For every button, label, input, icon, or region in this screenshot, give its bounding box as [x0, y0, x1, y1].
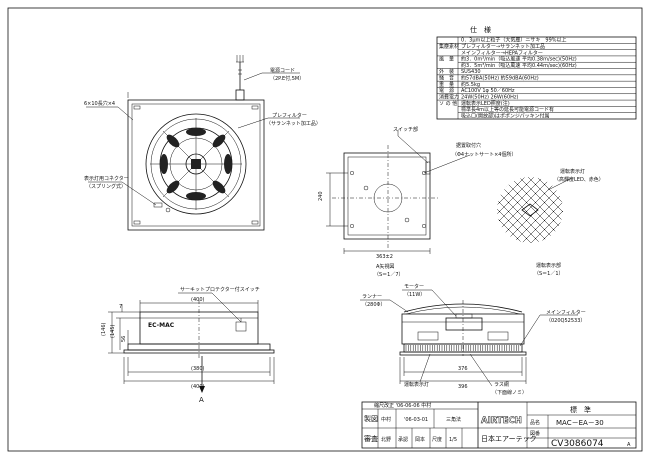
spec-row-label: 外 装 [439, 68, 454, 75]
title-projection: 三角法 [446, 416, 461, 423]
label-runner-note: （280Φ） [362, 302, 385, 308]
spec-row-label: 集塵素材 [439, 43, 459, 50]
label-prefilter-note: （サランネット加工品） [266, 120, 321, 127]
title-approve-name: 岡本 [415, 436, 425, 443]
title-approve-label: 承認 [398, 436, 408, 443]
title-product-label: 品名 [530, 419, 540, 426]
title-block [361, 401, 637, 449]
label-power-cord: 電源コード [270, 67, 295, 74]
title-drawing-label: 図番 [530, 430, 540, 437]
spec-row-value: 運転表示LED照度(注) [461, 100, 510, 107]
label-run-indicator-bottom: 運転表示灯 [404, 381, 429, 388]
title-drawing-number: CV3086074 [551, 439, 604, 449]
dim-145: (145) [110, 325, 116, 338]
dim-396: 396 [458, 384, 468, 390]
dim-146: (146) [101, 323, 107, 336]
title-change-note: 縮尺改正 '06-06-06 中村 [374, 402, 431, 409]
detail-view [496, 176, 573, 244]
label-switch-box: スイッチ部 [393, 126, 418, 133]
label-bolt-hole: 6×10長穴×4 [84, 100, 115, 107]
housing-outline [127, 99, 265, 231]
section-view [360, 289, 578, 387]
spec-row-value: SUS430 [461, 69, 481, 75]
dim-7: 7 [119, 304, 122, 310]
label-lever: ラス網 [494, 381, 509, 388]
label-detail-scale: （S＝1／1） [534, 271, 564, 277]
label-runner: ランナー [362, 294, 382, 300]
title-product: MAC－EA－30 [556, 419, 604, 427]
label-brand-mark: EC-MAC [148, 322, 175, 329]
spec-row-value: 約3．0m³/min（吸込風速 平均0.38m/sec)(50Hz) [461, 56, 577, 63]
label-indicator-connector-note: （スプリング式） [86, 183, 126, 190]
spec-table: 仕 様 0．3μm以上粒子（大気塵）ニサキ 99%以上集塵素材プレフィルター→サ… [436, 25, 637, 119]
company-name: 日本エアーテック [481, 434, 537, 443]
title-revision: A [627, 442, 631, 448]
spec-title: 仕 様 [470, 25, 491, 34]
spec-row-value: 0．3μm以上粒子（大気塵）ニサキ 99%以上 [461, 37, 567, 44]
label-mounting-holes: 据置取付穴 [456, 142, 481, 149]
label-view-a: A矢視図 [376, 263, 394, 270]
sheet-border [7, 7, 643, 452]
section-dome [403, 303, 523, 313]
spec-row-label: 消費電力 [439, 93, 459, 100]
spec-row-value: 24W(50Hz) 26W(60Hz) [461, 94, 519, 100]
spec-row-label: 重 量 [439, 81, 454, 88]
title-standard: 標 準 [570, 405, 591, 414]
detail-mesh [496, 176, 564, 244]
label-detail-view: 運転表示部 [536, 262, 561, 269]
label-view-a-scale: （S＝1／7） [374, 272, 404, 278]
title-draft-date: '06-03-01 [404, 417, 428, 423]
dim-240: 240 [318, 191, 324, 201]
dim-56: 56 [121, 336, 127, 342]
spec-row-label: 風 量 [439, 56, 454, 63]
title-scale-label: 尺度 [432, 436, 442, 443]
label-motor-note: （11W） [404, 292, 425, 298]
title-checker-name: 北野 [381, 436, 391, 443]
label-thermal-switch: サーキットプロテクター付スイッチ [180, 286, 260, 293]
dim-400-top: (400) [191, 297, 204, 303]
label-motor: モーター [404, 283, 424, 290]
label-arrow-a: A [199, 396, 204, 404]
label-run-indicator: 運転表示灯 [560, 168, 585, 175]
title-drafter-label: 製図 [364, 414, 378, 423]
spec-row-label: ソ の 他 [439, 100, 457, 107]
dim-376: 376 [458, 366, 468, 372]
spec-row-value: 約57dBA(50Hz) 約59dBA(60Hz) [461, 75, 539, 82]
view-a [326, 130, 471, 254]
spec-row-value: AC100V 1φ 50／60Hz [461, 88, 515, 94]
front-view [108, 292, 275, 393]
spec-row-label: 電 源 [439, 87, 454, 94]
label-power-cord-spec: （2P.E付,5M） [270, 75, 304, 82]
spec-row-label: 騒 音 [439, 75, 454, 82]
view-a-outline [343, 152, 431, 240]
label-main-filter: メインフィルター [546, 309, 586, 316]
top-view [86, 55, 300, 231]
label-main-filter-code: （020Q52533） [546, 318, 585, 324]
spec-row-value: プレフィルター→サランネット加工品 [461, 43, 545, 50]
label-prefilter: プレフィルター [272, 112, 307, 119]
title-scale: 1/5 [449, 437, 457, 443]
spec-row-value: 吸込口(開放部)はポポンジパッキン付属 [461, 112, 549, 119]
spec-row-value: メインフィルター→HEPAフィルター [461, 49, 543, 56]
brand-logo: AIRTECH [481, 416, 522, 426]
dim-380: (380) [191, 366, 204, 372]
title-checker-label: 審査 [364, 434, 378, 443]
dim-400: (400) [191, 384, 204, 390]
spec-row-value: 標準長4m以上等の延長可能電源コード有 [461, 106, 554, 113]
label-lever-note: （下面線ノミ） [492, 389, 527, 396]
label-run-indicator-note: （高輝度LED、赤色） [554, 176, 604, 183]
spec-row-value: 約3．5m³/min（吸込風速 平均0.44m/sec)(60Hz) [461, 62, 577, 69]
label-indicator-connector: 表示灯用コネクター [84, 175, 129, 182]
title-drafter-name: 中村 [381, 416, 391, 423]
spec-row-value: 約5.5kg [461, 81, 480, 88]
label-mounting-holes-note: （Φ4ナットサート×4個所） [452, 151, 517, 158]
dim-363: 363±2 [376, 254, 393, 260]
